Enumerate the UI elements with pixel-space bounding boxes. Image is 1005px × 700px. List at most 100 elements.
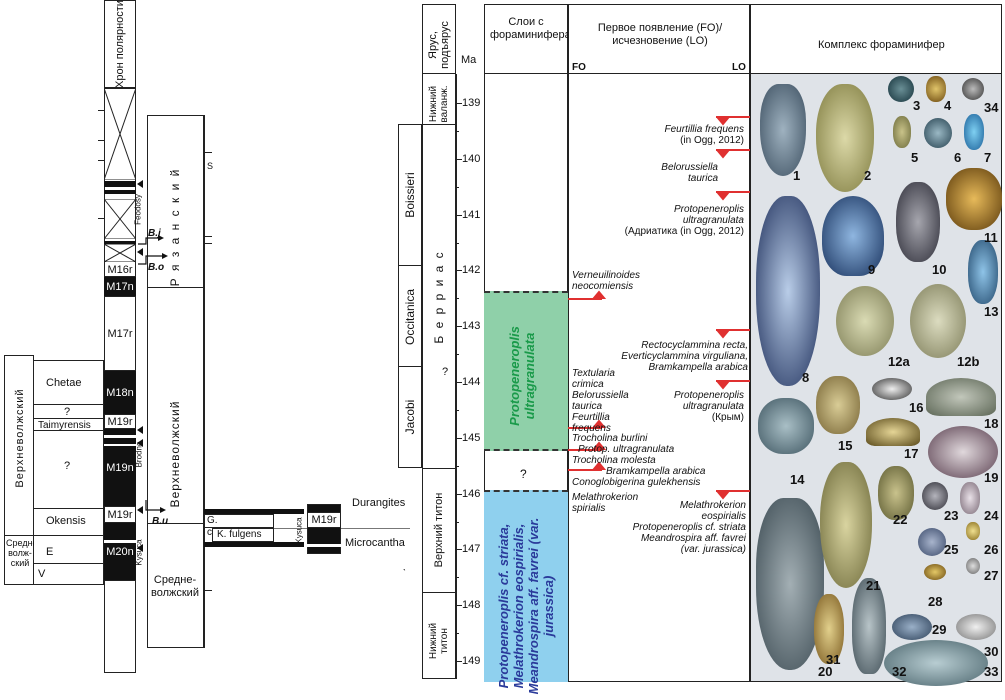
zone-q2: ?	[64, 460, 70, 472]
fossil-24	[960, 482, 980, 514]
fossil-label: 23	[944, 508, 958, 523]
fossil-label: 5	[911, 150, 918, 165]
event-text: (var. jurassica)	[572, 544, 746, 555]
marker-s: S	[207, 160, 213, 172]
event-trocholina-burlini: Trocholina burlini	[572, 433, 692, 444]
chron-black-band-2	[104, 190, 136, 194]
fossil-label: 8	[802, 370, 809, 385]
fossil-label: 31	[826, 652, 840, 667]
stage-divider	[422, 468, 456, 469]
fossil-label: 32	[892, 664, 906, 679]
fossil-label: 34	[984, 100, 998, 115]
zone-occitanica: Occitanica	[403, 277, 417, 357]
fossil-3	[888, 76, 914, 102]
chron-m20n: M20n	[104, 523, 136, 581]
fossil-label: 11	[984, 230, 998, 245]
chron-m16r: M16r	[104, 263, 136, 277]
ma-minor-tick	[456, 577, 459, 578]
fossil-12b	[910, 284, 966, 358]
fossil-26	[966, 522, 980, 540]
sub-tick	[204, 236, 212, 237]
fossil-13	[968, 240, 998, 304]
zone-divider	[34, 535, 104, 536]
chron-uncertain-cross-1	[104, 88, 136, 180]
fossil-33	[884, 640, 988, 686]
zone-q1: ?	[64, 406, 70, 418]
chron-tick	[98, 140, 104, 141]
fossil-label: 12b	[957, 354, 979, 369]
ma-minor-tick	[456, 354, 459, 355]
event-verneuilinoides-fo: Verneuilinoides neocomiensis	[572, 270, 692, 292]
zone-divider	[34, 404, 104, 405]
chron-m19r-a: M19r	[104, 415, 136, 429]
fossil-4	[926, 76, 946, 102]
fossil-label: 15	[838, 438, 852, 453]
stage-verkhniy-titon: Верхний титон	[433, 480, 445, 580]
fossil-label: 4	[944, 98, 951, 113]
event-text: ultragranulata	[572, 215, 744, 226]
event-text: Everticyclammina virguliana,	[572, 351, 748, 362]
event-text: Protopeneroplis	[572, 204, 744, 215]
fossil-label: 28	[928, 594, 942, 609]
fossil-7	[964, 114, 984, 150]
zone-divider	[34, 430, 104, 431]
zone-chetae: Chetae	[46, 377, 81, 389]
fossil-label: 19	[984, 470, 998, 485]
fossil-label: 18	[984, 416, 998, 431]
stage-header-label: Ярус, подъярус	[427, 10, 451, 80]
fo-label: FO	[572, 62, 586, 74]
chron-m19n: M19n	[104, 429, 136, 507]
fossil-11	[946, 168, 1002, 230]
event-text: Melathrokerion	[572, 500, 746, 511]
left-zones-column	[34, 360, 104, 585]
event-text: taurica	[572, 173, 718, 184]
stage-divider	[422, 592, 456, 593]
stage-nizhniy-titon: Нижний титон	[428, 614, 450, 668]
event-belorussiella-lo: Belorussiella taurica	[572, 162, 718, 184]
stage-srednevolzh-mid: Средне- волжский	[150, 574, 200, 600]
ma-minor-tick	[456, 131, 459, 132]
chron-uncertain-cross-3	[104, 244, 136, 262]
fossil-label: 7	[984, 150, 991, 165]
event-trocholina-molesta: Trocholina molesta	[572, 455, 692, 466]
event-text: Rectocyclammina recta,	[572, 340, 748, 351]
sub-column-line	[204, 115, 205, 648]
event-text: Belorussiella	[572, 162, 718, 173]
event-protop-ultragranulata: Protop. ultragranulata	[578, 444, 698, 455]
fossil-label: 13	[984, 304, 998, 319]
zone-jacobi: Jacobi	[403, 377, 417, 457]
ma-minor-tick	[456, 243, 459, 244]
zone-okensis: Okensis	[46, 515, 86, 527]
event-text: Verneuilinoides	[572, 270, 692, 281]
fossil-label: 17	[904, 446, 918, 461]
zone-divider	[34, 563, 104, 564]
ma-minor-tick	[456, 187, 459, 188]
event-text: (in Ogg, 2012)	[572, 135, 744, 146]
event-protopeneroplis-adriatic: Protopeneroplis ultragranulata (Адриатик…	[572, 204, 744, 237]
fossil-25	[918, 528, 946, 556]
chron-triangle-markers	[136, 180, 146, 580]
event-text: eospirialis	[572, 511, 746, 522]
chron-black-band-1	[104, 181, 136, 187]
fossil-label: 33	[984, 664, 998, 679]
fossil-label: 26	[984, 542, 998, 557]
event-melathrokerion-eospirialis: Melathrokerion eospirialis Protopeneropl…	[572, 500, 746, 555]
fossil-10	[896, 182, 940, 262]
event-feurtillia-lo: Feurtillia frequens (in Ogg, 2012)	[572, 124, 744, 146]
ma-minor-tick	[456, 633, 459, 634]
fossil-17	[866, 418, 920, 446]
fossil-label: 29	[932, 622, 946, 637]
fossil-14	[758, 398, 814, 454]
stage-nizhniy-valanzh: Нижний валанж.	[428, 79, 450, 129]
ammonite-band-bottom	[204, 542, 304, 547]
event-text: (Адриатика (in Ogg, 2012)	[572, 226, 744, 237]
event-conoglobigerina: Conoglobigerina gulekhensis	[572, 477, 742, 488]
fossil-27	[966, 558, 980, 574]
left-stage-srednevolzh: Средне- волж- ский	[6, 538, 34, 568]
event-text: (Крым)	[640, 412, 744, 423]
fossil-16	[872, 378, 912, 400]
left-stage-divider	[4, 535, 34, 536]
ma-label: Ma	[461, 54, 476, 66]
fossil-29	[892, 614, 932, 640]
fossil-label: 1	[793, 168, 800, 183]
